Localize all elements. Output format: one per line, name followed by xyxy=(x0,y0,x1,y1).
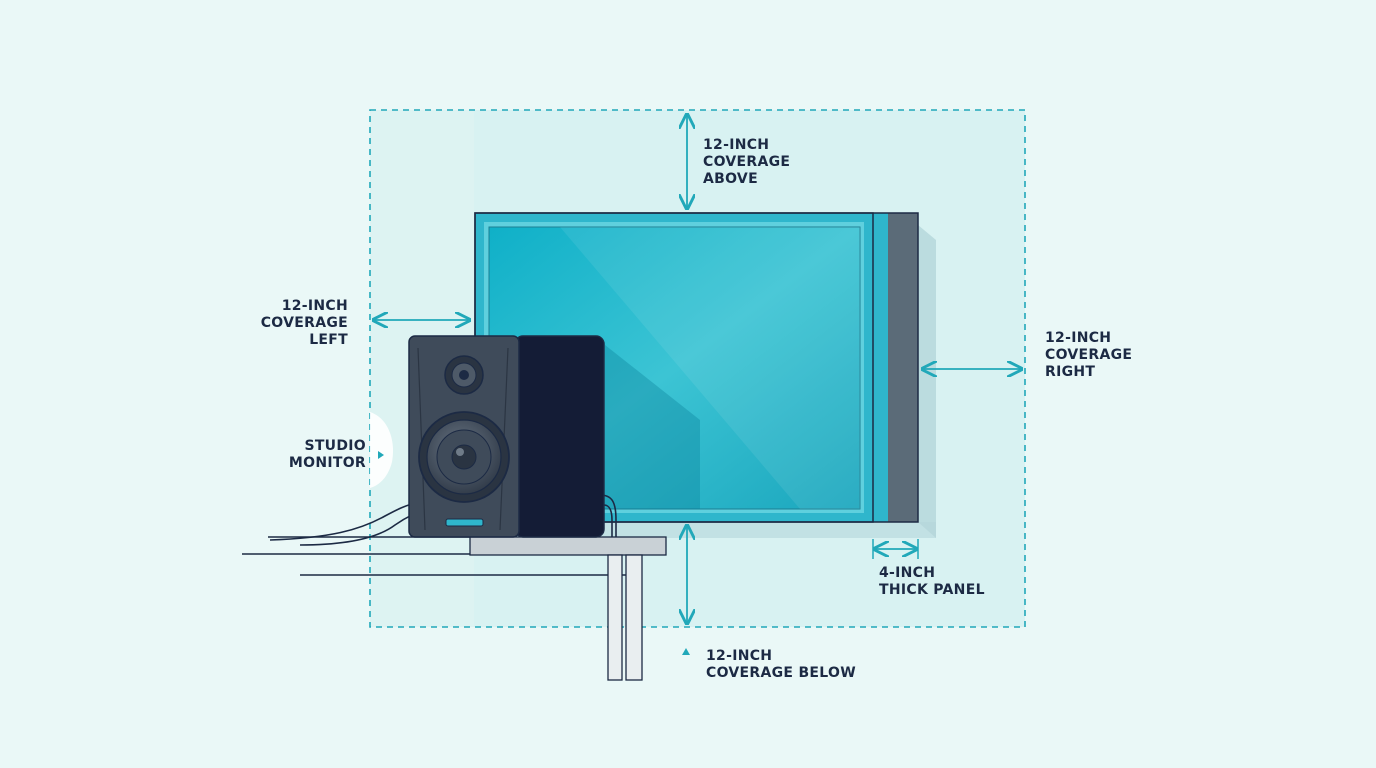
speaker-callout-bubble xyxy=(370,412,394,488)
label-coverage-left: 12-INCH COVERAGE LEFT xyxy=(260,298,348,348)
speaker-cast-shadow xyxy=(605,345,700,509)
speaker-led xyxy=(445,518,484,527)
label-panel-thickness: 4-INCH THICK PANEL xyxy=(879,565,985,598)
dimension-arrows xyxy=(375,116,1020,622)
panel-light-reflection xyxy=(560,227,860,509)
label-coverage-above: 12-INCH COVERAGE ABOVE xyxy=(703,137,791,187)
panel-side-highlight xyxy=(872,213,888,522)
speaker-pointer-icon xyxy=(378,451,384,459)
speaker-side xyxy=(514,335,605,538)
studio-monitor-speaker xyxy=(408,335,605,538)
below-pointer-icon xyxy=(682,648,690,655)
label-studio-monitor: STUDIO MONITOR xyxy=(288,438,366,471)
desk-leg xyxy=(607,554,623,681)
panel-shadow xyxy=(918,225,936,538)
desk xyxy=(242,536,667,681)
label-coverage-right: 12-INCH COVERAGE RIGHT xyxy=(1045,330,1133,380)
label-coverage-below: 12-INCH COVERAGE BELOW xyxy=(706,648,856,681)
desk-top xyxy=(469,536,667,556)
